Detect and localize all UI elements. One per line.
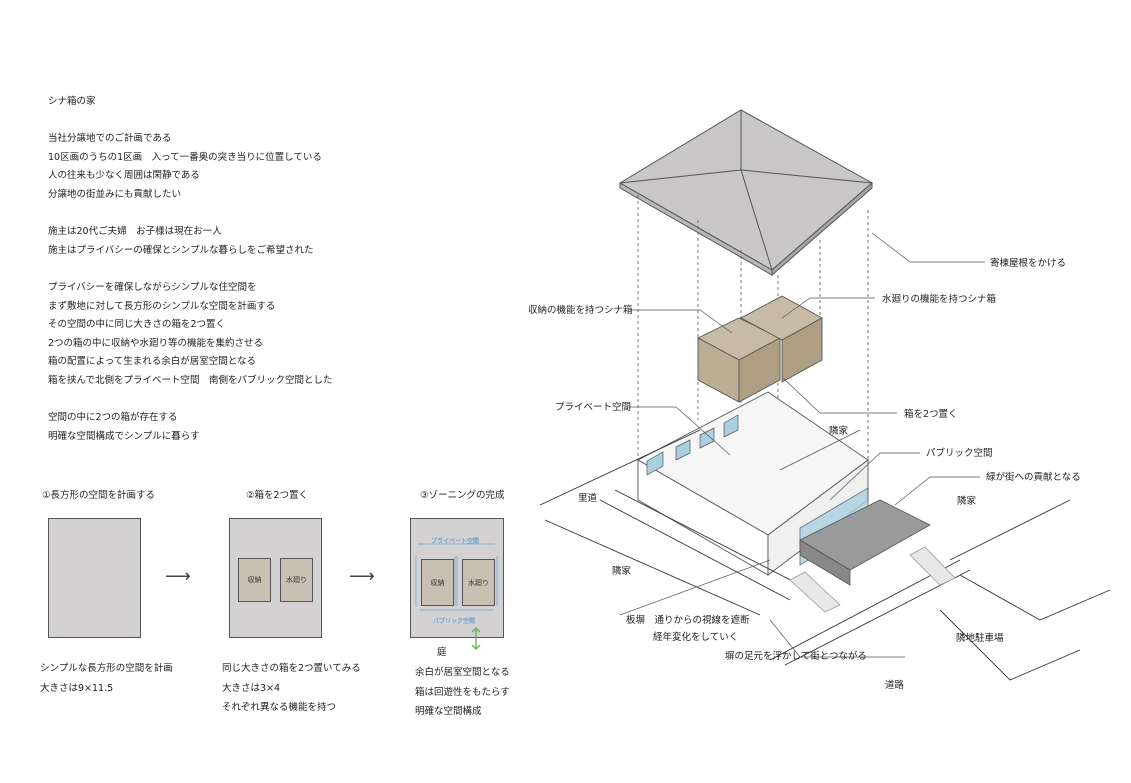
step1-title: ①長方形の空間を計画する bbox=[42, 490, 156, 501]
label-public-space: パブリック空間 bbox=[926, 448, 993, 459]
step2-captions: 同じ大きさの箱を2つ置いてみる 大きさは3×4 それぞれ異なる機能を持つ bbox=[222, 659, 361, 718]
label-neighbor-left: 隣家 bbox=[612, 566, 632, 577]
label-parking: 隣地駐車場 bbox=[956, 633, 1004, 644]
step2-caption-2: 大きさは3×4 bbox=[222, 682, 281, 694]
intro-line: 当社分譲地でのご計画である bbox=[48, 133, 172, 145]
intro-line: 2つの箱の中に収納や水廻り等の機能を集約させる bbox=[48, 337, 264, 349]
step1-captions: シンプルな長方形の空間を計画 大きさは9×11.5 bbox=[40, 659, 173, 698]
label-storage-box: 収納の機能を持つシナ箱 bbox=[528, 305, 633, 316]
label-neighbor-right: 隣家 bbox=[957, 496, 977, 507]
intro-line: その空間の中に同じ大きさの箱を2つ置く bbox=[48, 319, 226, 331]
hip-roof bbox=[619, 109, 873, 277]
step2-caption-3: それぞれ異なる機能を持つ bbox=[222, 702, 337, 713]
label-fence-aging: 経年変化をしていく bbox=[653, 632, 739, 643]
step2-water-box: 水廻り bbox=[280, 558, 313, 602]
label-village-road: 里道 bbox=[578, 493, 598, 504]
label-roof: 寄棟屋根をかける bbox=[990, 258, 1067, 269]
label-neighbor-top: 隣家 bbox=[829, 426, 849, 437]
intro-line: まず敷地に対して長方形のシンプルな空間を計画する bbox=[48, 300, 276, 312]
step3-caption-3: 明確な空間構成 bbox=[415, 706, 482, 717]
arrow-right-icon: ⟶ bbox=[349, 566, 375, 587]
intro-line: 明確な空間構成でシンプルに暮らす bbox=[48, 430, 200, 442]
step1-caption-2: 大きさは9×11.5 bbox=[40, 682, 114, 694]
step3-water-box: 水廻り bbox=[462, 559, 495, 606]
label-water-box: 水廻りの機能を持つシナ箱 bbox=[882, 294, 997, 305]
step3-public-label: パブリック空間 bbox=[433, 618, 476, 625]
step2-storage-box: 収納 bbox=[238, 558, 271, 602]
intro-line: 空間の中に2つの箱が存在する bbox=[48, 412, 178, 424]
step3-private-label: プライベート空間 bbox=[431, 538, 480, 545]
arrow-right-icon: ⟶ bbox=[165, 566, 191, 587]
intro-line: 箱を挟んで北側をプライベート空間 南側をパブリック空間とした bbox=[48, 374, 333, 386]
intro-line: 分譲地の街並みにも貢献したい bbox=[48, 188, 182, 200]
label-fence-base: 塀の足元を浮かして街とつながる bbox=[725, 651, 867, 662]
label-greenery: 緑が街への貢献となる bbox=[986, 472, 1081, 483]
intro-line: 10区画のうちの1区画 入って一番奥の突き当りに位置している bbox=[48, 151, 322, 163]
label-place-boxes: 箱を2つ置く bbox=[904, 409, 958, 420]
step3-caption-2: 箱は回遊性をもたらす bbox=[415, 686, 510, 698]
intro-line: シナ箱の家 bbox=[48, 96, 96, 107]
step3-garden-label: 庭 bbox=[437, 647, 447, 658]
garden bbox=[799, 499, 931, 586]
label-road: 道路 bbox=[885, 680, 905, 691]
step1-rectangle bbox=[48, 518, 141, 638]
intro-text: シナ箱の家当社分譲地でのご計画である 10区画のうちの1区画 入って一番奥の突き当… bbox=[48, 93, 333, 446]
intro-line: 施主はプライバシーの確保とシンプルな暮らしをご希望された bbox=[48, 244, 314, 256]
label-private-space: プライベート空間 bbox=[555, 402, 632, 413]
intro-line: 人の往来も少なく周囲は閑静である bbox=[48, 170, 200, 182]
intro-line: 施主は20代ご夫婦 お子様は現在お一人 bbox=[48, 226, 222, 238]
intro-line: プライバシーを確保しながらシンプルな住空間を bbox=[48, 281, 257, 293]
step2-rectangle: 収納 水廻り bbox=[229, 518, 322, 638]
step3-storage-box: 収納 bbox=[421, 559, 454, 606]
step3-captions: 余白が居室空間となる 箱は回遊性をもたらす 明確な空間構成 bbox=[415, 663, 510, 722]
step2-caption-1: 同じ大きさの箱を2つ置いてみる bbox=[222, 663, 361, 674]
shina-boxes bbox=[697, 295, 823, 403]
label-fence: 板塀 通りからの視線を遮断 bbox=[626, 615, 750, 626]
step3-caption-1: 余白が居室空間となる bbox=[415, 667, 510, 678]
intro-line: 箱の配置によって生まれる余白が居室空間となる bbox=[48, 356, 256, 368]
step2-title: ②箱を2つ置く bbox=[246, 490, 309, 501]
step3-title: ③ゾーニングの完成 bbox=[420, 490, 505, 501]
step1-caption-1: シンプルな長方形の空間を計画 bbox=[40, 663, 173, 674]
